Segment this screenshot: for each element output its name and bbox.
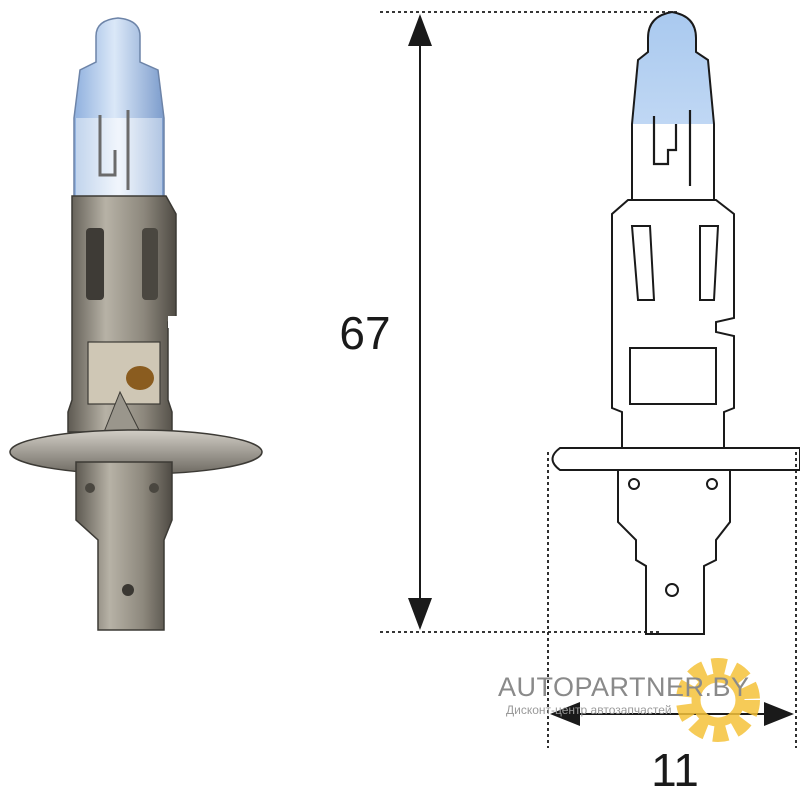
bulb-photo-contact: [126, 366, 154, 390]
bulb-drawing-base: [617, 469, 731, 635]
height-dimension-label: 67: [339, 307, 391, 359]
bulb-drawing-body: [611, 199, 735, 449]
bulb-drawing-pin-hole: [665, 583, 679, 597]
dimension-width: [547, 452, 797, 748]
bulb-drawing-rivet-right: [706, 478, 718, 490]
bulb-drawing-glass-clear: [633, 124, 713, 200]
bulb-drawing-slot-left: [630, 225, 656, 301]
bulb-photo-slot-right: [142, 228, 158, 300]
bulb-photo-rivet-left: [85, 483, 95, 493]
arrow-right-icon: [764, 702, 794, 726]
bulb-photo-pin-hole: [122, 584, 134, 596]
gear-icon: [676, 658, 760, 742]
bulb-drawing-rivet-left: [628, 478, 640, 490]
watermark-brand: AUTOPARTNER.BY: [498, 672, 750, 702]
bulb-photo-glass-lower: [76, 118, 162, 200]
arrow-up-icon: [408, 14, 432, 46]
bulb-drawing: [551, 10, 800, 635]
arrow-down-icon: [408, 598, 432, 630]
bulb-drawing-window: [629, 347, 717, 405]
width-dimension-label: 11: [651, 744, 699, 796]
bulb-drawing-flange: [551, 447, 800, 471]
bulb-photo-filament: [98, 110, 130, 190]
bulb-photo-base: [75, 461, 173, 631]
arrow-left-icon: [550, 702, 580, 726]
watermark-tagline: Дисконт-центр автозапчастей: [506, 703, 672, 717]
bulb-drawing-glass-outline: [631, 124, 715, 200]
bulb-photo-notch: [168, 316, 182, 328]
bulb-drawing-slot-right: [699, 225, 720, 301]
dimension-height: [380, 11, 680, 633]
bulb-drawing-filament: [652, 110, 692, 186]
bulb-photo: [9, 17, 263, 631]
bulb-photo-slot-left: [86, 228, 104, 300]
bulb-photo-rivet-right: [149, 483, 159, 493]
